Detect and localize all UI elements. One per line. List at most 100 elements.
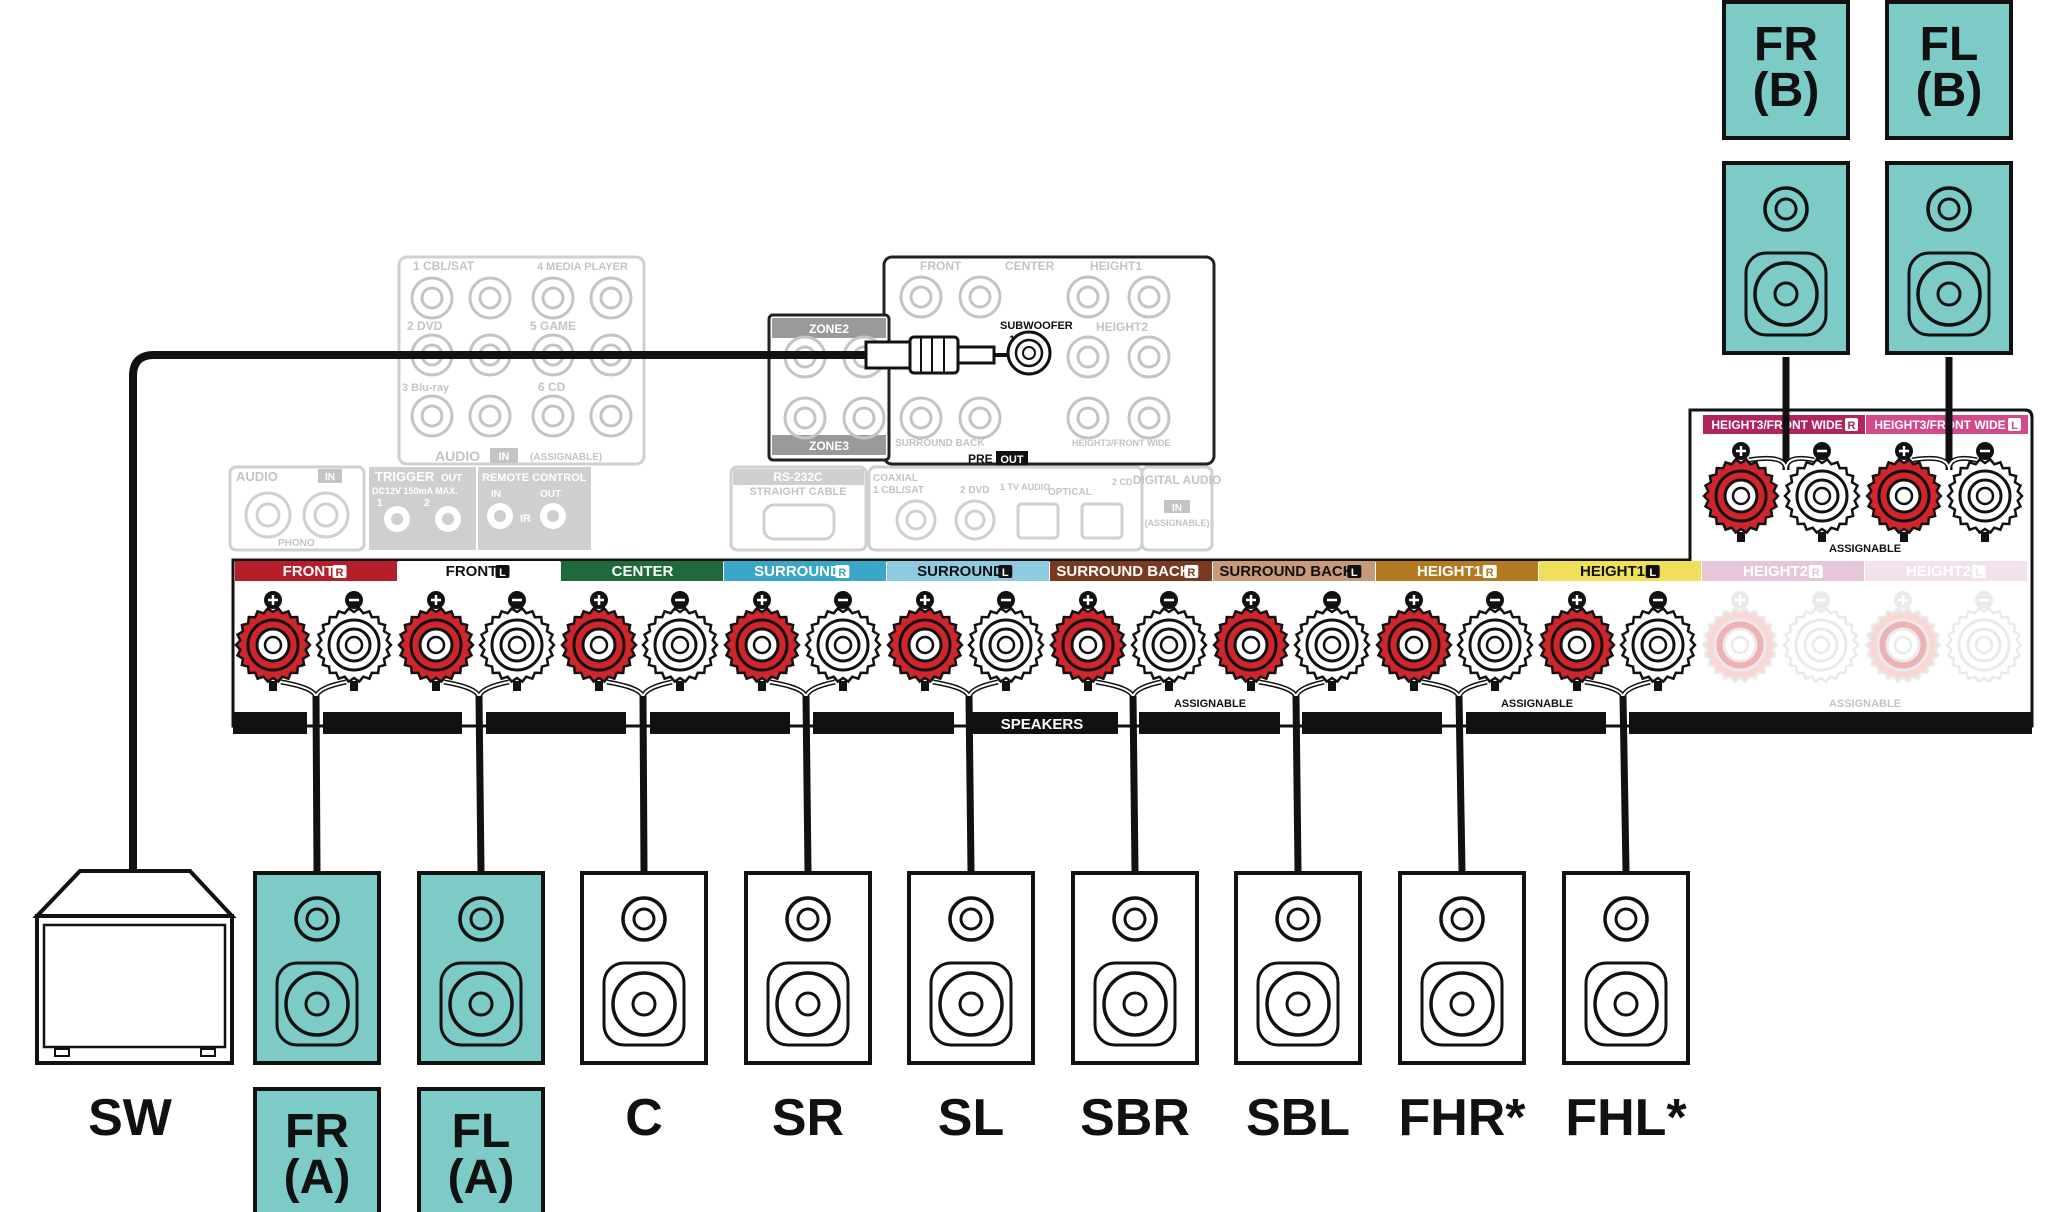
- panel-bar-segment: [1302, 712, 1442, 734]
- terminal-label-bar: [1865, 561, 2027, 581]
- positive-terminal[interactable]: [1865, 442, 1943, 542]
- zone2-label: ZONE2: [809, 322, 849, 336]
- terminal-side-badge: [1347, 565, 1362, 578]
- negative-terminal[interactable]: [1945, 591, 2023, 684]
- speaker-label-box: [417, 1087, 545, 1212]
- positive-terminal[interactable]: [723, 591, 801, 691]
- positive-terminal[interactable]: [1049, 591, 1127, 691]
- negative-terminal[interactable]: [1130, 591, 1208, 691]
- positive-terminal[interactable]: [1702, 442, 1780, 542]
- speaker-label: FL: [1920, 18, 1979, 71]
- terminal-label: FRONT: [283, 563, 335, 580]
- negative-terminal[interactable]: [315, 591, 393, 691]
- negative-terminal[interactable]: [478, 591, 556, 691]
- negative-terminal[interactable]: [1782, 591, 1860, 684]
- positive-terminal[interactable]: [1864, 591, 1942, 684]
- positive-terminal[interactable]: [1212, 591, 1290, 691]
- negative-terminal[interactable]: [1456, 591, 1534, 691]
- speaker-label: SL: [938, 1089, 1004, 1147]
- terminal-side: R: [838, 567, 846, 579]
- trigger-title: TRIGGER: [375, 469, 435, 484]
- negative-terminal[interactable]: [1293, 591, 1371, 691]
- speaker-panel-bar: [233, 712, 2032, 734]
- pre-out-jack: [842, 396, 886, 440]
- speaker-row-top: FR(B)FL(B): [1722, 0, 2013, 355]
- negative-terminal[interactable]: [1946, 442, 2024, 542]
- speaker-wire: [1455, 695, 1466, 872]
- speaker-wire: [1292, 695, 1302, 872]
- speaker-icon: [907, 871, 1035, 1065]
- audio-in-badge-bg: [490, 448, 518, 463]
- speaker-icon: [253, 871, 381, 1065]
- positive-terminal[interactable]: [1375, 591, 1453, 691]
- speaker-label: SBL: [1246, 1089, 1350, 1147]
- terminal-side: L: [499, 567, 506, 579]
- trigger-spec: DC12V 150mA MAX.: [372, 486, 458, 496]
- speaker-label-box: [253, 1087, 381, 1212]
- positive-terminal[interactable]: [886, 591, 964, 691]
- trigger-panel: TRIGGER OUT DC12V 150mA MAX. 1 2: [369, 467, 476, 550]
- positive-terminal[interactable]: [1701, 591, 1779, 684]
- pre-out-badge-bg: [996, 451, 1028, 466]
- phono-title: AUDIO: [236, 469, 278, 484]
- terminal-label: HEIGHT1: [1417, 563, 1482, 580]
- terminal-label: FRONT: [446, 563, 498, 580]
- speaker-label: FR: [285, 1105, 349, 1158]
- terminal-label: HEIGHT2: [1906, 563, 1971, 580]
- subwoofer-icon: [32, 869, 237, 1065]
- assignable-label-3: ASSIGNABLE: [1829, 698, 1901, 710]
- panel-bar-segment: [323, 712, 462, 734]
- negative-terminal[interactable]: [1783, 442, 1861, 542]
- panel-bar-segment: [650, 712, 790, 734]
- panel-bar-segment: [813, 712, 954, 734]
- speaker-label: SBR: [1080, 1089, 1190, 1147]
- assignable-label-1: ASSIGNABLE: [1174, 698, 1246, 710]
- audio-in-label-3: 3 Blu-ray: [402, 382, 450, 394]
- pre-out-jack: [1066, 396, 1110, 440]
- positive-terminal[interactable]: [234, 591, 312, 691]
- speaker-label: (A): [448, 1151, 515, 1204]
- terminal-label: SURROUND BACK: [1056, 563, 1190, 580]
- terminal-side: L: [1351, 567, 1358, 579]
- audio-in-note: (ASSIGNABLE): [530, 452, 602, 463]
- positive-terminal[interactable]: [560, 591, 638, 691]
- rs232-title: RS-232C: [773, 470, 823, 484]
- terminal-label: HEIGHT1: [1580, 563, 1645, 580]
- panel-bar-segment: [1466, 712, 1606, 734]
- speaker-icon: [417, 871, 545, 1065]
- speakers-label: SPEAKERS: [1001, 716, 1084, 733]
- terminal-label-bar: [398, 561, 560, 581]
- trigger-port-2: 2: [424, 498, 430, 509]
- positive-terminal[interactable]: [1538, 591, 1616, 691]
- remote-out: OUT: [540, 489, 561, 500]
- digital-title: DIGITAL AUDIO: [1133, 473, 1221, 487]
- audio-in-jack: [410, 276, 454, 320]
- subwoofer-label: SUBWOOFER: [1000, 320, 1073, 332]
- pre-out-badge: OUT: [1000, 454, 1024, 466]
- rs232-panel: RS-232C STRAIGHT CABLE: [729, 465, 868, 552]
- negative-terminal[interactable]: [804, 591, 882, 691]
- terminal-label: SURROUND BACK: [1219, 563, 1353, 580]
- upper-terminal-label: HEIGHT3/FRONT WIDE: [1874, 418, 2005, 432]
- negative-terminal[interactable]: [1619, 591, 1697, 691]
- audio-in-label-4: 4 MEDIA PLAYER: [537, 261, 628, 273]
- pre-center-label: CENTER: [1005, 259, 1055, 273]
- pre-out-jack: [899, 396, 943, 440]
- speaker-wire: [1129, 695, 1139, 872]
- remote-title: REMOTE CONTROL: [482, 472, 587, 484]
- digital-coaxial: COAXIAL: [873, 473, 918, 484]
- negative-terminal[interactable]: [641, 591, 719, 691]
- upper-terminal-side: L: [2011, 420, 2018, 432]
- remote-panel: REMOTE CONTROL IN OUT IR: [478, 467, 591, 550]
- audio-in-label-5: 5 GAME: [530, 319, 576, 333]
- terminal-label-bar: [1376, 561, 1538, 581]
- pre-surround-back-label: SURROUND BACK: [895, 438, 985, 449]
- digital-cbl: 1 CBL/SAT: [873, 485, 924, 496]
- positive-terminal[interactable]: [397, 591, 475, 691]
- negative-terminal[interactable]: [967, 591, 1045, 691]
- speaker-label: SR: [772, 1089, 844, 1147]
